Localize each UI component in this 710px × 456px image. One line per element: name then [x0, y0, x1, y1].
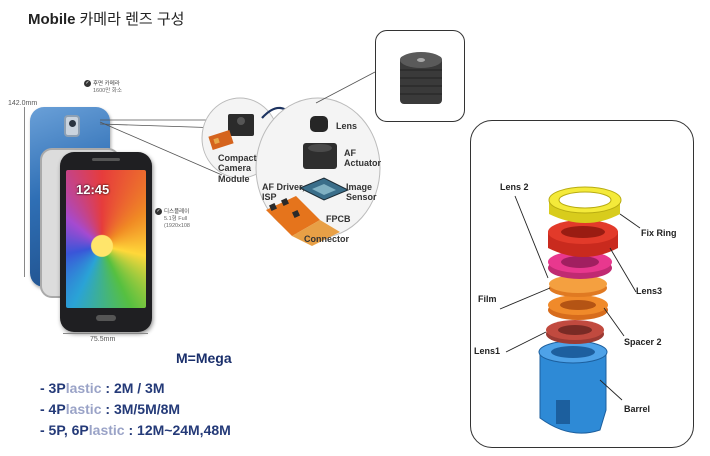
height-label: 142.0mm — [8, 100, 38, 107]
lens-detail-box — [375, 30, 465, 122]
spacer2-label: Spacer 2 — [624, 337, 662, 347]
home-button — [96, 315, 116, 321]
spec-line-3p: - 3Plastic : 2M / 3M — [40, 380, 165, 396]
rear-camera-icon — [64, 115, 80, 137]
screen-clock: 12:45 — [76, 182, 110, 197]
spec-line-4p: - 4Plastic : 3M/5M/8M — [40, 401, 181, 417]
af-driver-isp-label: AF Driver, ISP — [262, 182, 305, 203]
speaker-grille — [92, 158, 120, 161]
exploded-lens-panel — [470, 120, 694, 448]
title-korean: 카메라 렌즈 구성 — [79, 11, 185, 28]
film-label: Film — [478, 294, 497, 304]
lens2-label: Lens 2 — [500, 182, 529, 192]
af-actuator-label: AF Actuator — [344, 148, 382, 169]
lens3-label: Lens3 — [636, 286, 663, 296]
mega-legend: M=Mega — [176, 350, 232, 366]
display-callout: ✓디스플레이 5.1형 Full (1920x108 — [155, 208, 190, 230]
barrel-label: Barrel — [624, 404, 651, 414]
fpcb-label: FPCB — [326, 214, 351, 224]
check-icon: ✓ — [155, 208, 162, 215]
check-icon: ✓ — [84, 80, 91, 87]
width-label: 75.5mm — [90, 336, 116, 343]
rear-camera-callout: ✓후면 카메라 1600만 화소 — [84, 80, 122, 95]
compact-camera-module-label: Compact Camera Module — [218, 153, 257, 184]
lens-label: Lens — [336, 121, 358, 131]
phone-front: 12:45 — [60, 152, 152, 332]
phone-screen — [66, 170, 146, 308]
title-main: Mobile — [28, 11, 76, 28]
height-dimension-line — [24, 107, 25, 277]
width-dimension-line — [63, 333, 148, 334]
image-sensor-label: Image Sensor — [346, 182, 377, 203]
lens1-label: Lens1 — [474, 346, 501, 356]
spec-line-5p6p: - 5P, 6Plastic : 12M~24M,48M — [40, 422, 231, 438]
connector-label: Connector — [304, 234, 349, 244]
fix-ring-label: Fix Ring — [641, 228, 677, 238]
